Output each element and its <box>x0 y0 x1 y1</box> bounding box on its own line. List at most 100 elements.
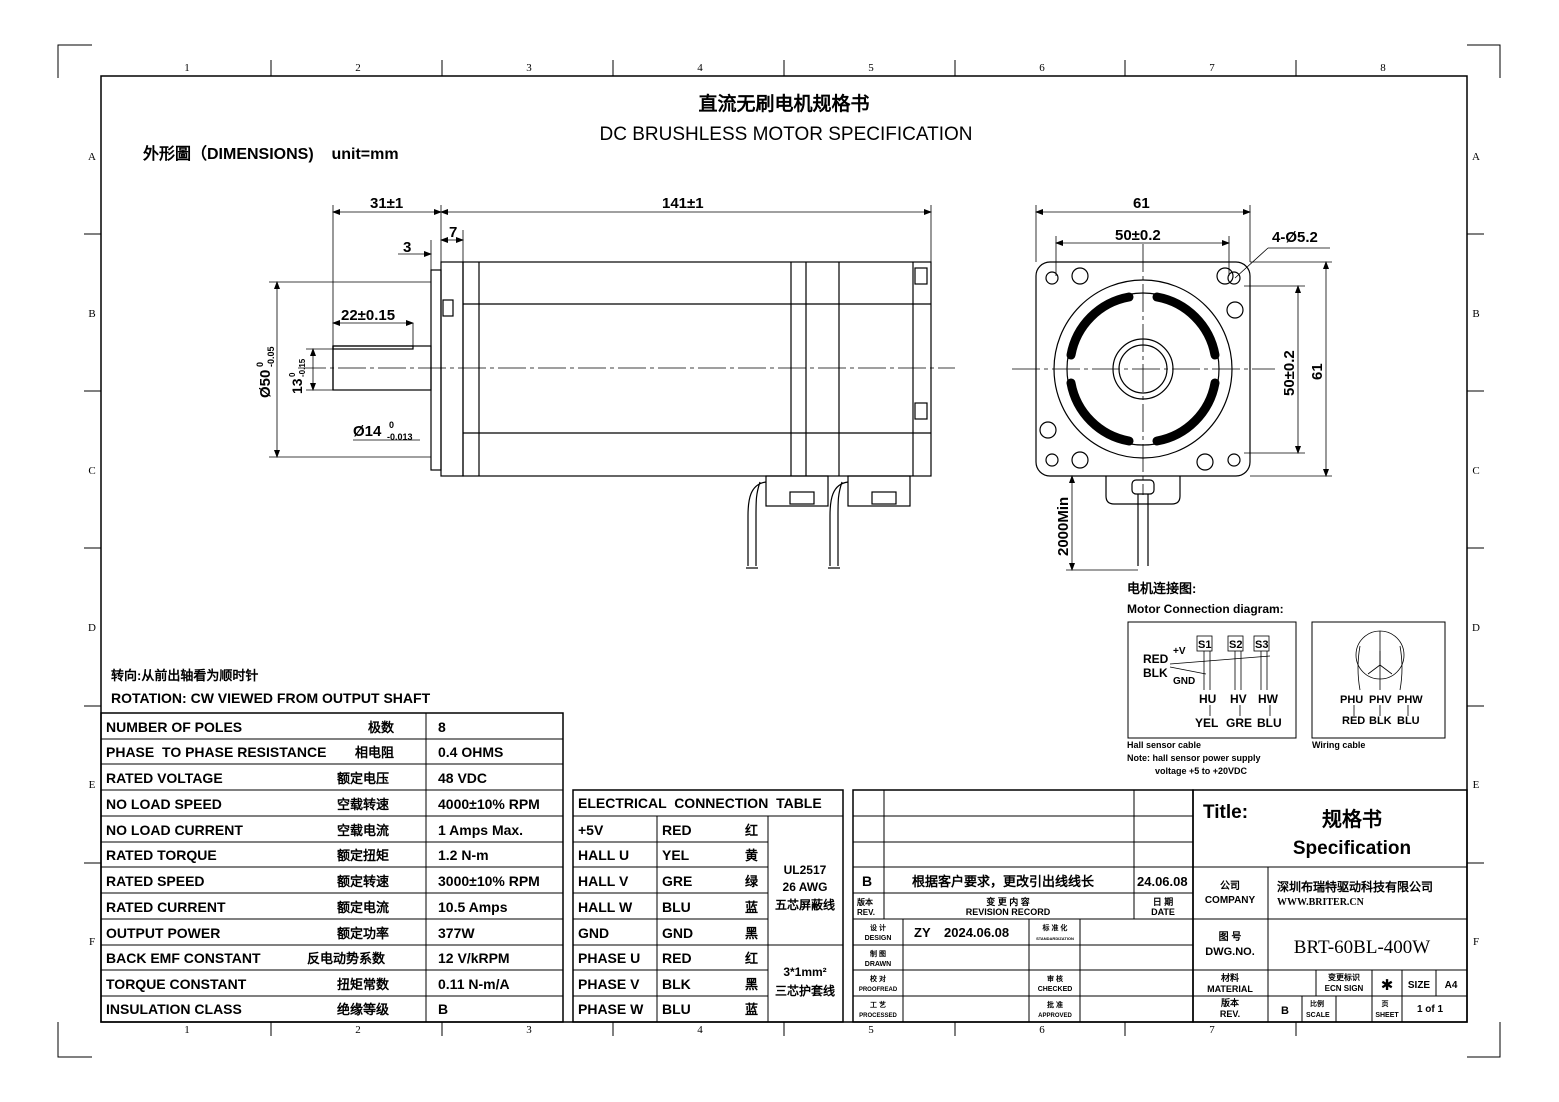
spec-10-en: TORQUE CONSTANT <box>106 976 247 992</box>
size-value: A4 <box>1445 980 1458 991</box>
std-cn: 标 准 化 <box>1042 923 1068 932</box>
spec-2-en: RATED VOLTAGE <box>106 770 223 786</box>
elec-5-cn: 红 <box>745 951 758 966</box>
dim-7: 7 <box>449 224 457 241</box>
zone-row-C-right: C <box>1472 465 1479 477</box>
dim-dia50-tol-bot: -0.05 <box>266 346 276 367</box>
zone-ticks <box>84 60 1484 1036</box>
hall-s2: S2 <box>1229 639 1242 651</box>
spec-1-cn: 相电阻 <box>355 745 394 760</box>
dim-141: 141±1 <box>662 195 704 212</box>
wiring-phu: PHU <box>1340 694 1363 706</box>
zone-row-A: A <box>88 151 96 163</box>
spec-2-val: 48 VDC <box>438 770 487 786</box>
sheet-en: SHEET <box>1375 1012 1399 1019</box>
wiring-red: RED <box>1342 715 1365 727</box>
dim-50-width: 50±0.2 <box>1115 227 1161 244</box>
zone-col-6: 6 <box>1039 62 1045 74</box>
elec-6-col: BLK <box>662 976 691 992</box>
zone-col-8: 8 <box>1380 62 1386 74</box>
front-dim-labels: 61 50±0.2 4-Ø5.2 50±0.2 61 2000Min <box>1055 195 1326 556</box>
scale-en: SCALE <box>1306 1012 1330 1019</box>
dim-holes: 4-Ø5.2 <box>1272 229 1318 246</box>
title-block: Title: 规格书 Specification 公司 COMPANY 深圳布瑞… <box>1192 789 1468 1023</box>
rev-block-en: REV. <box>1220 1009 1240 1019</box>
elec-7-sig: PHASE W <box>578 1001 644 1017</box>
front-centerlines <box>1012 244 1275 495</box>
rev-date: 24.06.08 <box>1137 874 1188 889</box>
rotation-en: ROTATION: CW VIEWED FROM OUTPUT SHAFT <box>111 690 431 706</box>
cable1-line3: 五芯屏蔽线 <box>775 897 835 912</box>
spec-6-en: RATED SPEED <box>106 873 205 889</box>
zone-row-E: E <box>89 779 96 791</box>
rev-cn: 版本 <box>856 897 873 907</box>
hall-hu: HU <box>1199 692 1216 706</box>
spec-0-cn: 极数 <box>368 720 395 735</box>
dim-dia50: Ø50 <box>257 370 274 398</box>
dim-13-tol-top: 0 <box>288 372 297 377</box>
zone-row-F: F <box>89 936 95 948</box>
wiring-blk: BLK <box>1369 715 1392 727</box>
zone-col-1-bottom: 1 <box>184 1024 190 1036</box>
elec-0-cn: 红 <box>745 823 758 838</box>
hall-hv: HV <box>1230 692 1247 706</box>
cable2-line2: 三芯护套线 <box>775 983 835 998</box>
rev-letter: B <box>862 873 872 889</box>
title-cn: 直流无刷电机规格书 <box>698 92 869 115</box>
spec-0-en: NUMBER OF POLES <box>106 719 242 735</box>
hall-sensor-diagram <box>1169 635 1271 716</box>
elec-2-sig: HALL V <box>578 873 629 889</box>
dim-31: 31±1 <box>370 195 403 212</box>
ecn-cn: 变更标识 <box>1328 972 1360 982</box>
spec-11-cn: 绝缘等级 <box>337 1002 390 1017</box>
wiring-blu: BLU <box>1397 715 1420 727</box>
motor-connection: 电机连接图: Motor Connection diagram: RED BLK… <box>1127 581 1446 776</box>
dim-61-height: 61 <box>1309 363 1326 380</box>
title-block-en: Specification <box>1293 838 1411 859</box>
proof-en: PROOFREAD <box>859 987 898 993</box>
zone-col-2: 2 <box>355 62 361 74</box>
wiring-diagram <box>1353 630 1409 716</box>
zone-col-6-bottom: 6 <box>1039 1024 1045 1036</box>
hall-plus-v: +V <box>1173 646 1186 657</box>
design-cn: 设 计 <box>870 923 886 932</box>
elec-2-cn: 绿 <box>745 874 759 889</box>
elec-4-sig: GND <box>578 925 609 941</box>
design-date: 2024.06.08 <box>944 925 1009 940</box>
company-cn: 公司 <box>1220 880 1240 892</box>
elec-6-cn: 黑 <box>745 977 758 992</box>
wiring-phw: PHW <box>1397 694 1423 706</box>
side-dim-labels: 31±1 141±1 3 7 22±0.15 Ø50 0 -0.05 13 0 … <box>255 195 704 442</box>
zone-row-F-right: F <box>1473 936 1479 948</box>
hall-gnd: GND <box>1173 676 1195 687</box>
spec-11-en: INSULATION CLASS <box>106 1001 242 1017</box>
spec-8-cn: 额定功率 <box>337 926 389 941</box>
spec-7-en: RATED CURRENT <box>106 899 226 915</box>
zone-col-2-bottom: 2 <box>355 1024 361 1036</box>
hall-note1: Note: hall sensor power supply <box>1127 753 1261 763</box>
connection-title-cn: 电机连接图: <box>1127 581 1196 596</box>
spec-5-val: 1.2 N-m <box>438 847 489 863</box>
hall-red: RED <box>1143 652 1169 666</box>
dim-3: 3 <box>403 239 411 256</box>
mat-en: MATERIAL <box>1207 984 1253 994</box>
zone-col-7: 7 <box>1209 62 1215 74</box>
zone-col-3-bottom: 3 <box>526 1024 532 1036</box>
checked-cn: 审 核 <box>1047 974 1063 983</box>
hall-note2: voltage +5 to +20VDC <box>1155 766 1248 776</box>
company-en: COMPANY <box>1205 895 1256 906</box>
spec-8-en: OUTPUT POWER <box>106 925 220 941</box>
spec-6-cn: 额定转速 <box>337 874 389 889</box>
proc-cn: 工 艺 <box>870 1000 886 1009</box>
mat-cn: 材料 <box>1220 972 1239 983</box>
spec-9-cn: 反电动势系数 <box>307 951 386 966</box>
spec-3-val: 4000±10% RPM <box>438 796 540 812</box>
rev-en: REV. <box>857 908 875 917</box>
hall-hw: HW <box>1258 692 1279 706</box>
side-view <box>298 261 955 569</box>
dim-lead: 2000Min <box>1055 497 1072 556</box>
dim-22: 22±0.15 <box>341 307 395 324</box>
dim-13: 13 <box>289 378 305 394</box>
electrical-table: ELECTRICAL CONNECTION TABLE +5V RED 红 HA… <box>572 789 844 1023</box>
